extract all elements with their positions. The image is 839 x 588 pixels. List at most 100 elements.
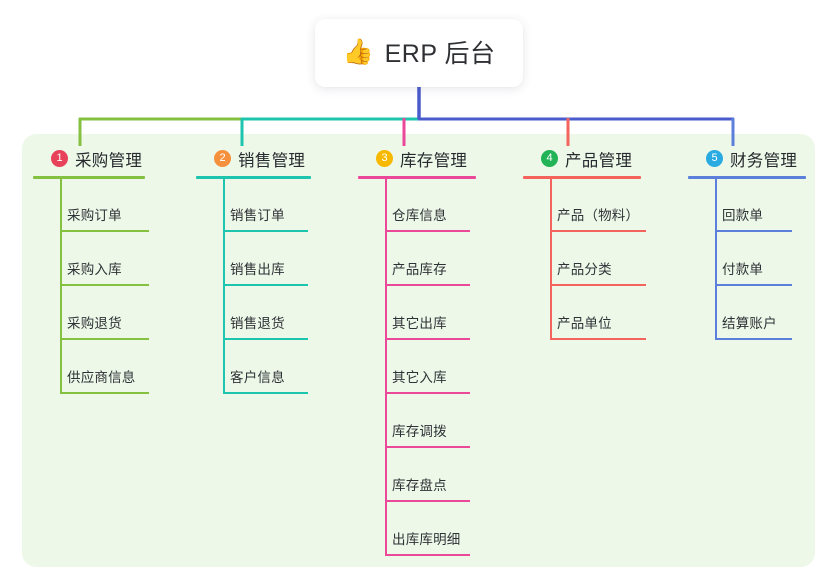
branch-child-label: 销售退货 [230, 316, 285, 331]
branch-child-underline [386, 500, 470, 502]
branch-child-underline [716, 284, 792, 286]
root-node-title: ERP 后台 [384, 40, 496, 68]
branch-title: 产品管理 [565, 151, 633, 170]
branch-number-badge: 5 [706, 150, 723, 167]
branch-child-underline [386, 338, 470, 340]
branch-spine [715, 179, 717, 340]
branch-child-item[interactable]: 其它入库 [358, 341, 476, 395]
branch-header-3[interactable]: 3 库存管理 [358, 146, 476, 171]
branch-spine [550, 179, 552, 340]
branch-child-item[interactable]: 销售订单 [196, 179, 313, 233]
branch-child-item[interactable]: 产品单位 [523, 287, 646, 341]
branch-title: 销售管理 [238, 151, 306, 170]
branch-child-label: 供应商信息 [67, 370, 136, 385]
branch-child-underline [716, 230, 792, 232]
branch-child-label: 产品库存 [392, 262, 447, 277]
branch-child-underline [61, 392, 149, 394]
branch-child-label: 采购入库 [67, 262, 122, 277]
branch-child-item[interactable]: 采购入库 [33, 233, 150, 287]
branch-header-5[interactable]: 5 财务管理 [688, 146, 806, 171]
branch-child-item[interactable]: 产品分类 [523, 233, 646, 287]
branch-child-underline [386, 284, 470, 286]
branch-child-item[interactable]: 采购退货 [33, 287, 150, 341]
branch-column-4: 4 产品管理产品（物料） 产品分类产品单位 [523, 146, 646, 341]
branch-child-item[interactable]: 销售出库 [196, 233, 313, 287]
branch-title: 财务管理 [730, 151, 798, 170]
branch-child-label: 其它入库 [392, 370, 447, 385]
root-node-content: 👍 ERP 后台 [342, 34, 495, 70]
branch-number-badge: 3 [376, 150, 393, 167]
branch-children: 回款单付款单结算账户 [688, 179, 806, 341]
branch-children: 采购订单采购入库采购退货供应商信息 [33, 179, 150, 395]
branch-child-label: 产品单位 [557, 316, 612, 331]
branch-child-item[interactable]: 库存盘点 [358, 449, 476, 503]
branch-child-item[interactable]: 供应商信息 [33, 341, 150, 395]
branch-child-underline [551, 284, 646, 286]
branch-underline [523, 176, 641, 179]
branch-child-underline [224, 392, 308, 394]
branch-child-item[interactable]: 采购订单 [33, 179, 150, 233]
branch-child-label: 回款单 [722, 208, 764, 223]
branch-child-label: 采购订单 [67, 208, 122, 223]
branch-child-item[interactable]: 产品（物料） [523, 179, 646, 233]
branch-child-label: 结算账户 [722, 316, 777, 331]
branch-spine [60, 179, 62, 394]
branch-child-underline [386, 554, 470, 556]
branch-child-underline [386, 446, 470, 448]
branch-child-label: 产品（物料） [557, 208, 640, 223]
branch-child-item[interactable]: 库存调拨 [358, 395, 476, 449]
branch-child-label: 客户信息 [230, 370, 285, 385]
branches-panel [22, 134, 815, 567]
branch-spine [223, 179, 225, 394]
branch-child-item[interactable]: 销售退货 [196, 287, 313, 341]
branch-child-label: 仓库信息 [392, 208, 447, 223]
branch-number-badge: 4 [541, 150, 558, 167]
branch-child-label: 采购退货 [67, 316, 122, 331]
branch-underline [688, 176, 806, 179]
branch-title: 库存管理 [400, 151, 468, 170]
branch-children: 销售订单销售出库销售退货客户信息 [196, 179, 313, 395]
branch-child-underline [386, 392, 470, 394]
branch-child-item[interactable]: 付款单 [688, 233, 806, 287]
branch-underline [358, 176, 476, 179]
branch-child-underline [551, 230, 646, 232]
branch-child-label: 库存盘点 [392, 478, 447, 493]
branch-child-underline [224, 230, 308, 232]
branch-column-2: 2 销售管理销售订单销售出库销售退货客户信息 [196, 146, 313, 395]
branch-child-underline [61, 284, 149, 286]
branch-child-underline [551, 338, 646, 340]
branch-underline [196, 176, 311, 179]
branch-column-5: 5 财务管理回款单付款单结算账户 [688, 146, 806, 341]
branch-child-underline [386, 230, 470, 232]
branch-child-item[interactable]: 回款单 [688, 179, 806, 233]
branch-child-item[interactable]: 客户信息 [196, 341, 313, 395]
branch-child-item[interactable]: 出库库明细 [358, 503, 476, 557]
thumbs-up-icon: 👍 [342, 37, 374, 66]
branch-child-item[interactable]: 结算账户 [688, 287, 806, 341]
branch-child-underline [224, 284, 308, 286]
branch-child-label: 产品分类 [557, 262, 612, 277]
branch-child-label: 其它出库 [392, 316, 447, 331]
branch-header-2[interactable]: 2 销售管理 [196, 146, 313, 171]
branch-child-label: 销售订单 [230, 208, 285, 223]
branch-header-4[interactable]: 4 产品管理 [523, 146, 643, 171]
branch-underline [33, 176, 145, 179]
branch-child-underline [716, 338, 792, 340]
root-node[interactable]: 👍 ERP 后台 [315, 19, 523, 87]
branch-child-item[interactable]: 其它出库 [358, 287, 476, 341]
branch-child-underline [224, 338, 308, 340]
branch-column-3: 3 库存管理仓库信息产品库存其它出库其它入库库存调拨库存盘点出库库明细 [358, 146, 476, 557]
branch-spine [385, 179, 387, 556]
branch-child-label: 库存调拨 [392, 424, 447, 439]
branch-number-badge: 2 [214, 150, 231, 167]
branch-child-item[interactable]: 产品库存 [358, 233, 476, 287]
branch-child-label: 付款单 [722, 262, 764, 277]
branch-children: 产品（物料） 产品分类产品单位 [523, 179, 646, 341]
branch-child-label: 销售出库 [230, 262, 285, 277]
branch-child-item[interactable]: 仓库信息 [358, 179, 476, 233]
branch-children: 仓库信息产品库存其它出库其它入库库存调拨库存盘点出库库明细 [358, 179, 476, 557]
branch-child-label: 出库库明细 [392, 532, 461, 547]
